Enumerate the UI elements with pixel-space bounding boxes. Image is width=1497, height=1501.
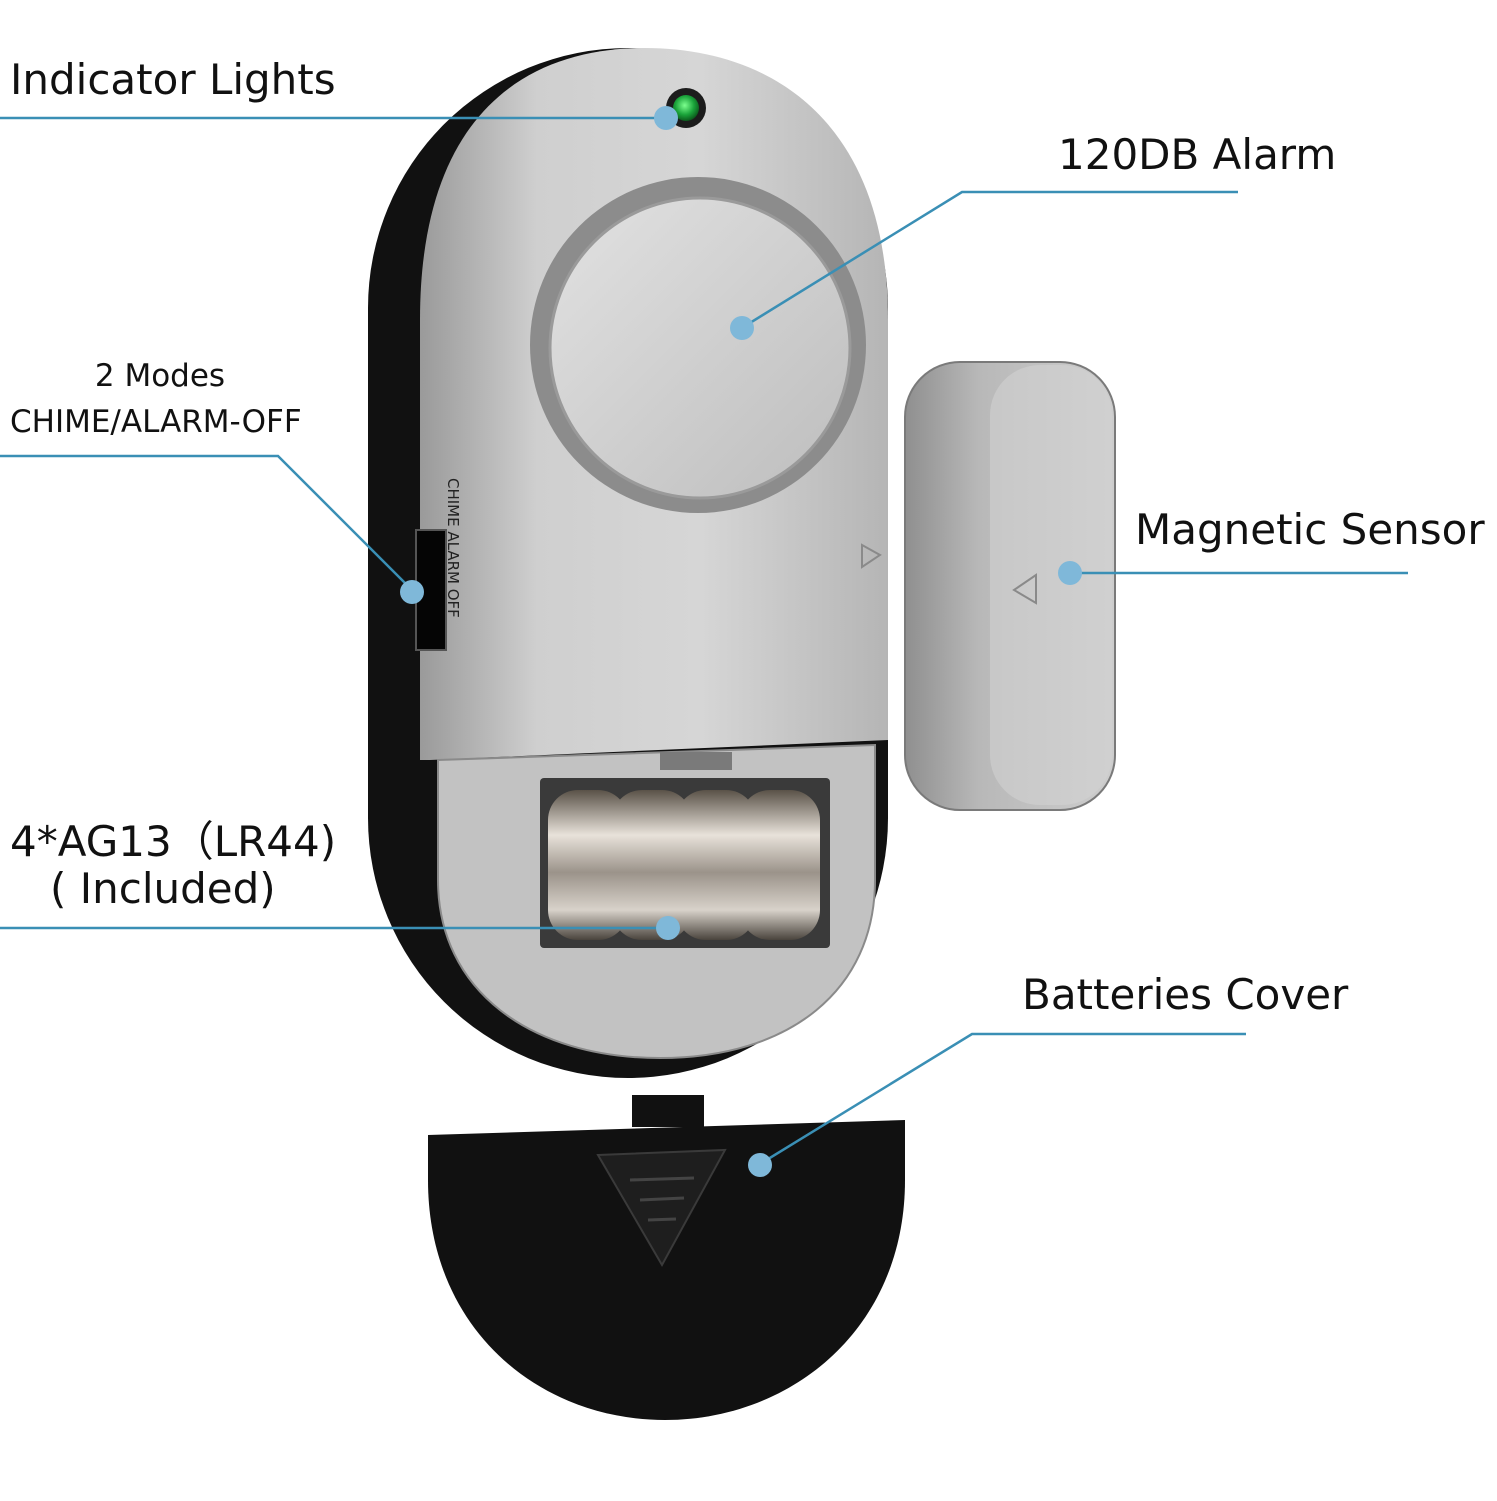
leader-alarm <box>744 190 1238 328</box>
alignment-arrow-unit <box>861 543 882 569</box>
battery-cell-4 <box>740 790 820 940</box>
cover-grip-line-2 <box>639 1196 685 1202</box>
cover-grip-line-3 <box>647 1217 677 1222</box>
label-batteries-cover: Batteries Cover <box>1022 970 1349 1019</box>
label-battery-line2: ( Included) <box>50 864 276 913</box>
battery-stack <box>548 790 820 940</box>
indicator-led <box>673 95 699 121</box>
battery-cell-2 <box>612 790 692 940</box>
dot-sensor <box>1058 561 1082 585</box>
latch-slot <box>660 752 732 770</box>
alarm-unit: CHIME ALARM OFF <box>368 48 888 1078</box>
callout-dots <box>400 106 1082 1177</box>
cover-body <box>428 1120 905 1420</box>
callouts <box>0 116 1408 1166</box>
label-magnetic-sensor: Magnetic Sensor <box>1135 505 1485 554</box>
dot-indicator <box>654 106 678 130</box>
battery-cell-3 <box>676 790 756 940</box>
sensor-face-highlight <box>990 365 1112 805</box>
mode-switch-print: CHIME ALARM OFF <box>444 478 462 618</box>
battery-cover <box>428 1095 905 1420</box>
alarm-speaker-button[interactable] <box>548 196 852 500</box>
label-indicator-lights: Indicator Lights <box>10 55 336 104</box>
cover-grip-line-1 <box>629 1176 695 1182</box>
dot-modes <box>400 580 424 604</box>
dot-cover <box>748 1153 772 1177</box>
magnetic-sensor <box>904 361 1116 811</box>
label-120db-alarm: 120DB Alarm <box>1058 130 1337 179</box>
dot-alarm <box>730 316 754 340</box>
label-modes-line2: CHIME/ALARM-OFF <box>10 404 302 440</box>
dot-batteries <box>656 916 680 940</box>
battery-cell-1 <box>548 790 628 940</box>
leader-cover <box>759 1032 1246 1166</box>
leader-modes <box>0 454 411 589</box>
alignment-arrow-sensor <box>1012 573 1037 605</box>
cover-tab <box>632 1095 704 1127</box>
label-battery-line1: 4*AG13（LR44) <box>10 817 337 866</box>
label-modes-line1: 2 Modes <box>94 358 226 394</box>
